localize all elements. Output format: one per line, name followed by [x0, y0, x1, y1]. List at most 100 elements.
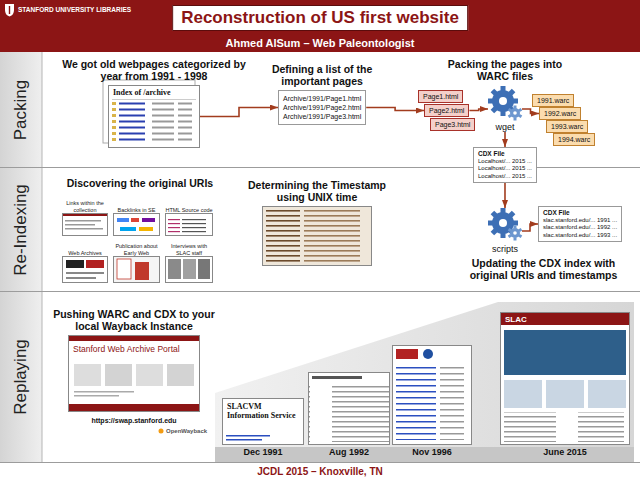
flow-arrow [469, 109, 488, 111]
source-thumbnail: Interviews with SLAC staff [165, 256, 213, 283]
conference-footer: JCDL 2015 – Knoxville, TN [257, 466, 382, 478]
website-screenshot: SLACJune 2015 [500, 312, 630, 445]
thumbnail-caption: Backlinks in SE [112, 207, 162, 214]
thumbnail-caption: Links within the collection [60, 200, 110, 213]
row-band: Replaying Pushing WARC and CDX to your lo… [0, 292, 640, 463]
step-heading: Updating the CDX index with original URI… [456, 257, 631, 281]
index-line: slac.stanford.edu/... 1993 ... [543, 232, 617, 240]
gear-icon: Packing the pages into WARC fileswget [488, 86, 522, 132]
html-file: Page1.html [418, 90, 463, 103]
header-bar [0, 0, 640, 52]
file-path: Archive/1991/Page1.html [283, 94, 361, 103]
warc-file: 1993.warc [546, 120, 588, 133]
file-title: CDX File [543, 209, 617, 217]
listing-rule [112, 99, 196, 100]
row-label-column [0, 52, 42, 462]
url: https://swap.stanford.edu [91, 416, 176, 425]
index-line: Localhost/... 2015 ... [478, 165, 532, 173]
file-name: 1992.warc [544, 109, 576, 118]
row-band: Packing We got old webpages categorized b… [0, 52, 640, 168]
thumbnail-caption: HTML Source code [164, 207, 214, 214]
file-name: Page2.html [429, 106, 464, 115]
file-name: 1991.warc [537, 96, 569, 105]
index-line: Localhost/... 2015 ... [478, 173, 532, 181]
flow-arrow [522, 109, 539, 114]
website-screenshot: Aug 1992 [308, 372, 390, 445]
step-heading: Packing the pages into WARC files [435, 58, 575, 82]
step-heading: Discovering the original URIs [48, 177, 232, 189]
timeline-ramp [215, 302, 634, 447]
gear-icon: scripts [488, 208, 522, 254]
warc-file: 1994.warc [553, 133, 595, 146]
source-thumbnail: Backlinks in SE [113, 213, 160, 236]
step-heading: Defining a list of the important pages [257, 63, 387, 87]
directory-listing [108, 102, 200, 144]
page-title: SLAC [501, 313, 629, 326]
flow-arrow [504, 183, 506, 208]
cdx-file-box: CDX Fileslac.stanford.edu/... 1991 ...sl… [538, 206, 622, 242]
flow-arrow [366, 108, 424, 111]
file-path: Archive/1991/Page3.html [283, 112, 361, 121]
file-name: Page1.html [423, 92, 458, 101]
page-title: Stanford Web Archive Portal [69, 336, 199, 354]
page-title: SLACVM Information Service [223, 399, 303, 423]
cdx-file-box: CDX FileLocalhost/... 2015 ...Localhost/… [473, 147, 537, 183]
gear-symbol [508, 106, 522, 121]
thumbnail-caption: Interviews with SLAC staff [164, 243, 214, 256]
warc-file: 1992.warc [539, 107, 581, 120]
library-logo-text: STANFORD UNIVERSITY LIBRARIES [18, 5, 131, 15]
column-divider [42, 52, 43, 462]
timeline-date: June 2015 [543, 447, 587, 458]
openwayback-logo [159, 429, 164, 434]
step-heading: Determining the Timestamp using UNIX tim… [242, 179, 392, 203]
step-heading: Pushing WARC and CDX to your local Wayba… [52, 308, 217, 332]
tool-name: scripts [492, 244, 518, 254]
portal-screenshot-art [68, 335, 200, 412]
gear-symbol [488, 208, 518, 238]
portal-screenshot: Pushing WARC and CDX to your local Wayba… [68, 335, 200, 412]
thumbnail-caption: Publication about Early Web [112, 243, 162, 256]
row-label: Re-Indexing [11, 184, 31, 276]
shield-logo [9, 6, 10, 14]
source-thumbnail: HTML Source code [165, 213, 213, 236]
timeline-bar [215, 447, 634, 462]
timeline-date: Aug 1992 [329, 447, 369, 458]
timestamp-rows [262, 209, 372, 263]
website-screenshot: SLACVM Information ServiceDec 1991 [222, 398, 304, 445]
website-screenshot: Nov 1996 [392, 345, 472, 445]
file-list-box: Defining a list of the important pagesAr… [278, 90, 366, 125]
file-name: 1994.warc [558, 135, 590, 144]
html-file: Page3.html [430, 118, 475, 131]
timeline-date: Dec 1991 [243, 447, 282, 458]
website-screenshot-art [222, 312, 630, 445]
row-label: Replaying [11, 339, 31, 415]
flow-arrow [504, 132, 506, 147]
file-name: 1993.warc [551, 122, 583, 131]
file-path: Archive/1991/Page2.html [283, 103, 361, 112]
logo-text: OpenWayback [166, 428, 207, 435]
screenshot-ground [108, 85, 200, 148]
author-line: Ahmed AlSum – Web Paleontologist [226, 37, 415, 50]
flow-arrow [522, 224, 538, 231]
source-thumbnail: Links within the collection [62, 213, 108, 236]
shield-logo [5, 4, 14, 17]
source-thumbnail: Publication about Early Web [113, 256, 160, 283]
directory-listing-screenshot: We got old webpages categorized by year … [108, 85, 200, 148]
index-line: Localhost/... 2015 ... [478, 158, 532, 166]
file-name: Page3.html [435, 120, 470, 129]
log-screenshot: Determining the Timestamp using UNIX tim… [262, 206, 372, 266]
warc-file: 1991.warc [532, 94, 574, 107]
thumbnail-art [62, 213, 213, 283]
index-line: slac.stanford.edu/... 1991 ... [543, 217, 617, 225]
timeline-date: Nov 1996 [412, 447, 452, 458]
gear-symbol [508, 226, 522, 241]
poster-title: Reconstruction of US first website [172, 5, 468, 31]
source-thumbnail: Web Archives [62, 256, 108, 283]
row-label: Packing [11, 79, 31, 139]
html-file: Page2.html [424, 104, 469, 117]
flow-arrow [200, 108, 278, 117]
index-line: slac.stanford.edu/... 1992 ... [543, 224, 617, 232]
file-title: CDX File [478, 150, 532, 158]
log-screenshot-ground [262, 206, 372, 266]
thumbnail-caption: Web Archives [60, 250, 110, 257]
